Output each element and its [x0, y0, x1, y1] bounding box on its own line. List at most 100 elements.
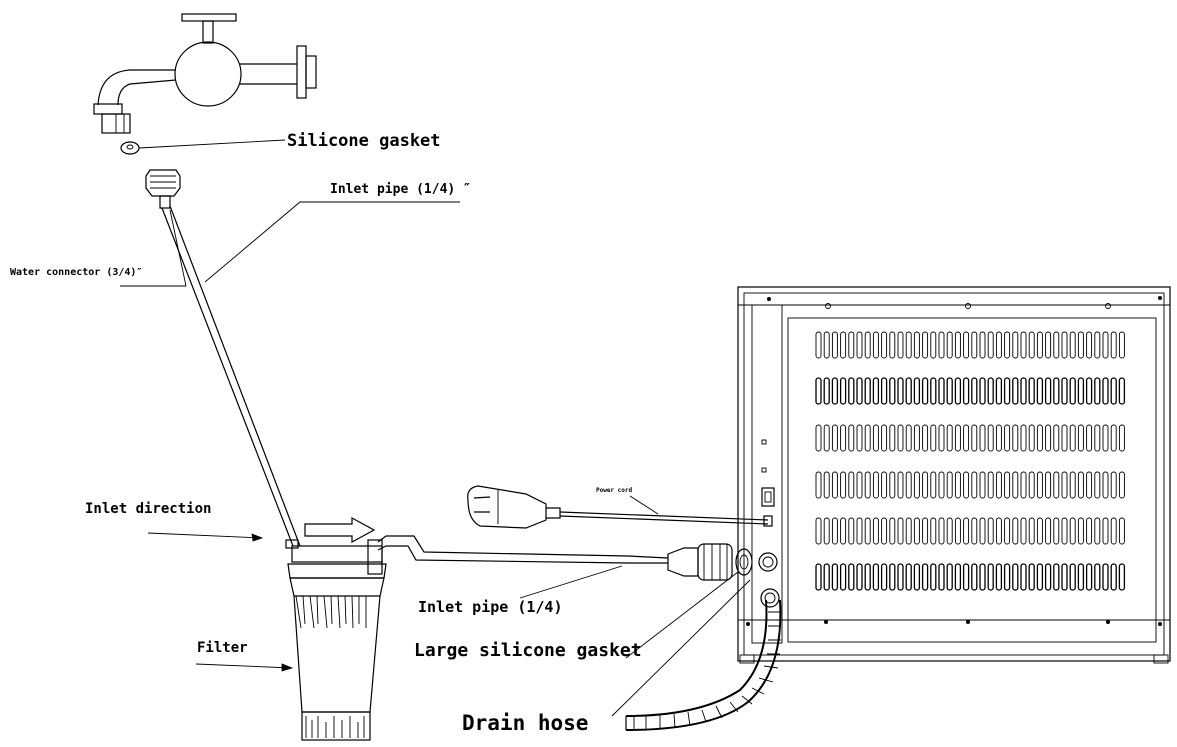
vent-slot: [856, 331, 863, 359]
vent-slot: [1118, 331, 1125, 359]
vent-slot: [831, 331, 838, 359]
vent-slot: [840, 424, 847, 452]
vent-slot: [848, 517, 855, 545]
vent-slot: [913, 424, 920, 452]
vent-slot: [881, 471, 888, 499]
vent-slot: [897, 563, 904, 591]
vent-slot: [987, 331, 994, 359]
vent-slot: [815, 424, 822, 452]
vent-slot: [995, 471, 1002, 499]
filter-arrow: [195, 663, 294, 672]
vent-slot: [1004, 471, 1011, 499]
inlet-direction-label: Inlet direction: [85, 501, 211, 517]
vent-slot: [921, 563, 929, 591]
vent-slot: [897, 517, 904, 545]
large-gasket-leader: [625, 571, 739, 659]
vent-slot: [872, 517, 879, 545]
vent-slot: [954, 563, 962, 591]
vent-slot: [1045, 424, 1052, 452]
vent-slot: [1044, 377, 1052, 405]
vent-slot: [1044, 563, 1052, 591]
vent-slot: [848, 471, 855, 499]
vent-slot: [1045, 517, 1052, 545]
vent-slot: [1004, 517, 1011, 545]
vent-slot: [905, 517, 912, 545]
vent-slot: [922, 471, 929, 499]
vent-slot: [954, 517, 961, 545]
drain-hose-label: Drain hose: [462, 711, 588, 735]
vent-slot: [1004, 424, 1011, 452]
vent-slot: [1020, 563, 1027, 591]
vent-slot: [1028, 331, 1035, 359]
vent-slot: [930, 471, 937, 499]
vent-slot: [930, 424, 937, 452]
vent-slot: [1118, 517, 1125, 545]
inlet-pipe-top-leader: [204, 201, 460, 283]
inlet-direction-arrow: [147, 532, 264, 542]
vent-slot: [913, 517, 920, 545]
silicone-gasket-part: [120, 139, 286, 155]
vent-slot: [979, 563, 986, 591]
vent-slot: [1053, 471, 1060, 499]
vent-slot: [1094, 563, 1101, 591]
vent-slot: [823, 377, 830, 405]
vent-slot: [1094, 471, 1101, 499]
vent-slot: [1012, 377, 1019, 405]
inlet-pipe-horizontal: [377, 535, 669, 564]
vent-slot: [913, 471, 920, 499]
vent-slot: [1069, 424, 1076, 452]
vent-slot: [979, 471, 986, 499]
vent-slot: [1061, 563, 1068, 591]
vent-slot: [971, 563, 978, 591]
vent-slot: [1086, 424, 1093, 452]
filter-label: Filter: [197, 640, 248, 656]
vent-slot: [1069, 517, 1076, 545]
vent-slot: [1069, 331, 1076, 359]
vent-slot: [881, 424, 888, 452]
inlet-pipe-bottom-label: Inlet pipe (1/4): [418, 598, 563, 616]
vent-slot: [979, 331, 986, 359]
large-silicone-gasket-label: Large silicone gasket: [414, 640, 642, 661]
vent-slot: [1053, 331, 1060, 359]
vent-slot: [987, 471, 994, 499]
vent-slot: [840, 517, 847, 545]
vent-slot: [930, 377, 937, 405]
vent-slot: [889, 471, 896, 499]
vent-slot: [1077, 563, 1085, 591]
vent-slot: [971, 424, 978, 452]
vent-slot: [848, 331, 855, 359]
vent-slot: [1061, 331, 1068, 359]
vent-slot: [1036, 563, 1044, 591]
inlet-pipe-bottom-leader: [519, 565, 623, 599]
vent-slot: [864, 331, 871, 359]
vent-slot: [856, 377, 863, 405]
vent-slot: [971, 377, 978, 405]
vent-slot: [979, 424, 986, 452]
vent-slot: [987, 377, 994, 405]
water-connector-part: [145, 169, 181, 209]
vent-slot: [1053, 517, 1060, 545]
vent-slot: [881, 517, 888, 545]
vent-slot: [1094, 517, 1101, 545]
vent-slot: [962, 377, 970, 405]
vent-slot: [971, 517, 978, 545]
vent-slot: [971, 331, 978, 359]
vent-slot: [1061, 377, 1068, 405]
vent-slot: [1053, 377, 1060, 405]
vent-slot: [954, 331, 961, 359]
vent-slot: [1085, 563, 1093, 591]
vent-slot: [1086, 517, 1093, 545]
vent-slot: [856, 517, 863, 545]
flow-arrow: [304, 516, 376, 544]
vent-slot: [1102, 563, 1109, 591]
vent-slot: [823, 517, 830, 545]
vent-slot: [946, 563, 953, 591]
drain-hose: [611, 579, 782, 731]
vent-slot: [1036, 471, 1043, 499]
vent-slot: [905, 377, 912, 405]
vent-slot: [930, 517, 937, 545]
vent-slot: [905, 331, 912, 359]
vent-slot: [1020, 517, 1027, 545]
vent-slot: [856, 471, 863, 499]
vent-slot: [831, 471, 838, 499]
